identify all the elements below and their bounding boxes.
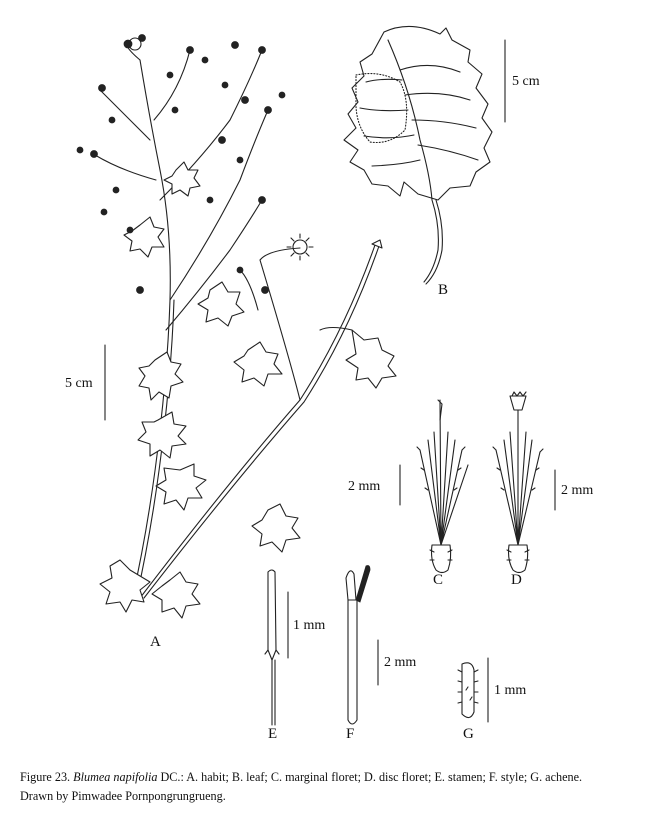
panel-d-scale-label: 2 mm <box>561 483 593 498</box>
panel-a-scale-label: 5 cm <box>65 376 93 391</box>
figure-caption: Figure 23. Blumea napifolia DC.: A. habi… <box>20 768 640 806</box>
figure-plate: 5 cm A 5 cm B 2 mm C 2 m <box>65 25 593 742</box>
panel-c-marginal-floret-drawing <box>416 399 469 574</box>
panel-g-scale-label: 1 mm <box>494 683 526 698</box>
panel-g-achene-drawing <box>457 662 479 719</box>
panel-c-scale-bar: 2 mm <box>348 464 401 506</box>
panel-e-stamen-drawing <box>264 569 280 726</box>
panel-f-scale-label: 2 mm <box>384 655 416 670</box>
panel-f-scale-bar: 2 mm <box>377 639 416 686</box>
panel-b-scale-bar: 5 cm <box>504 39 540 123</box>
caption-text: DC.: A. habit; B. leaf; C. marginal flor… <box>157 770 583 784</box>
caption-credit: Drawn by Pimwadee Pornpongrungrueng. <box>20 789 226 803</box>
panel-e-label: E <box>268 726 277 742</box>
caption-line-1: Figure 23. Blumea napifolia DC.: A. habi… <box>20 768 640 787</box>
panel-g-scale-bar: 1 mm <box>487 657 526 723</box>
panel-b-label: B <box>438 282 448 298</box>
panel-b-scale-label: 5 cm <box>512 74 540 89</box>
panel-f-style-drawing <box>345 565 371 725</box>
panel-d-scale-bar: 2 mm <box>554 469 593 511</box>
panel-d-disc-floret-drawing <box>492 391 544 574</box>
panel-c-scale-label: 2 mm <box>348 479 380 494</box>
panel-g-label: G <box>463 726 474 742</box>
panel-a-habit-drawing <box>76 34 397 619</box>
panel-c-label: C <box>433 572 443 588</box>
panel-e-scale-bar: 1 mm <box>287 591 325 659</box>
caption-species: Blumea napifolia <box>73 770 158 784</box>
panel-d-label: D <box>511 572 522 588</box>
caption-prefix: Figure 23. <box>20 770 74 784</box>
panel-a-label: A <box>150 634 161 650</box>
panel-a-scale-bar: 5 cm <box>65 344 106 421</box>
panel-e-scale-label: 1 mm <box>293 618 325 633</box>
panel-b-leaf-drawing <box>343 25 493 285</box>
panel-f-label: F <box>346 726 354 742</box>
